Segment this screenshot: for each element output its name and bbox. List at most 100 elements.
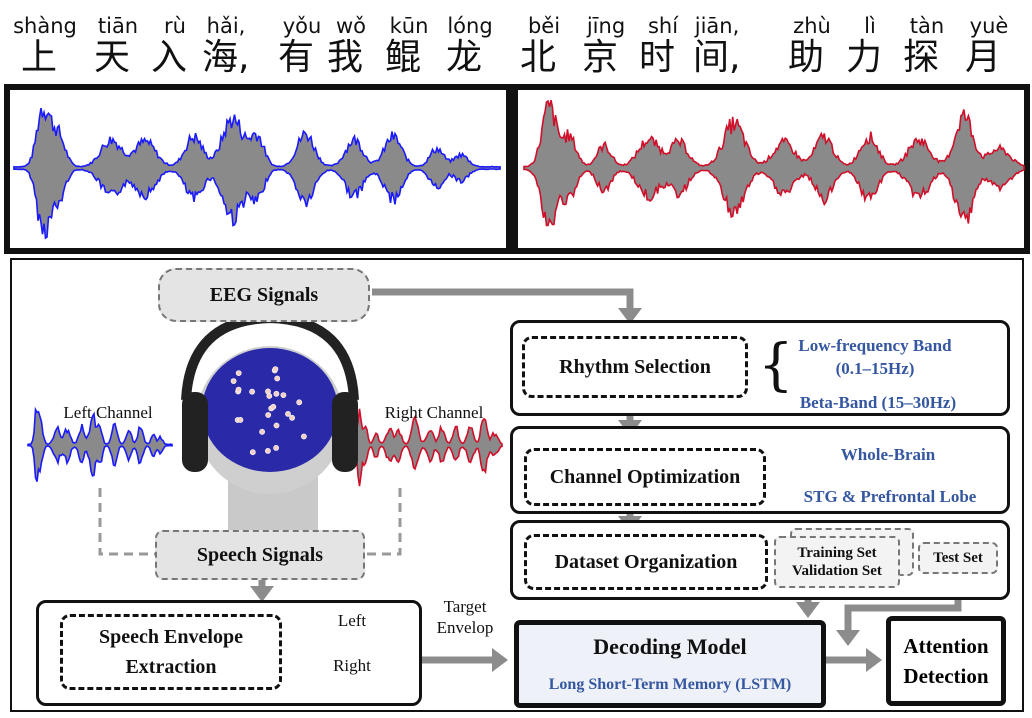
hanzi-character: 力 [846,37,883,78]
right-speech-waveform [523,99,1025,227]
hanzi-character: 海, [202,37,250,78]
hanzi-character: 时 [639,37,676,78]
pipeline-frame [10,258,1024,712]
attention-detection-box: Attention Detection [886,616,1006,706]
electrode [249,449,256,456]
train-to-decoder-arrow-head [796,602,820,618]
left-channel-waveform [27,406,173,482]
hanzi-character: 助 [788,37,825,78]
hanzi-character: 上 [21,37,58,78]
rhythm-selection-label: Rhythm Selection [559,356,711,378]
speech-to-envelope-arrow-head [250,586,274,602]
electrode [265,412,272,418]
test-to-model-arrow-head [836,630,860,646]
pinyin-syllable: rù [164,14,186,38]
pinyin-syllable: běi [527,14,561,38]
channel-optimization-label: Channel Optimization [549,466,741,488]
electrode [273,444,279,451]
pinyin-syllable: shàng [13,14,77,38]
test-set-label: Test Set [933,550,983,566]
decoding-model-label: Decoding Model [593,634,747,659]
speech-signals-box: Speech Signals [155,530,365,580]
pinyin-syllable: lì [864,14,876,38]
electrode [274,375,281,382]
envelope-to-decoder-arrow-head [492,648,508,672]
hanzi-character: 探 [903,37,940,78]
stg-prefrontal-label: STG & Prefrontal Lobe [803,487,977,506]
low-frequency-band-label: Low-frequency Band (0.1–15Hz) [798,336,952,378]
electrode [235,370,242,376]
validation-set-label: Validation Set [792,563,882,579]
right-connector [365,488,402,556]
left-channel-label: Left Channel [63,403,153,422]
pinyin-syllable: wǒ [335,14,367,38]
envelope-extraction-label: Speech Envelope Extraction [99,626,243,678]
left-speech-waveform [13,107,501,240]
hanzi-character: 入 [151,37,188,78]
pinyin-syllable: lóng [447,14,493,38]
electrode [270,403,277,410]
electrode [300,433,307,440]
electrode [296,399,303,406]
target-envelop-label: Target Envelop [420,596,510,638]
right-channel-label: Right Channel [384,403,484,422]
pinyin-syllable: jiān, [694,14,740,38]
electrode [235,386,242,393]
left-connector [98,488,155,556]
left-earcup [182,392,208,472]
eeg-signals-box: EEG Signals [158,268,370,322]
eeg-to-rhythm-arrow [372,288,634,308]
right-channel-waveform [351,408,503,487]
pinyin-syllable: hǎi, [206,14,246,38]
electrode [273,422,280,429]
wave-right-label: Right [333,656,371,675]
hanzi-character: 我 [327,37,364,78]
pinyin-syllable: jīng [586,14,626,38]
dataset-organization-label: Dataset Organization [554,551,738,573]
right-earcup [332,392,358,472]
beta-band-label: Beta-Band (15–30Hz) [799,393,957,412]
pinyin-syllable: zhù [793,14,831,38]
training-set-label: Training Set [797,545,877,561]
pinyin-syllable: kūn [389,14,429,38]
decoder-to-attention-arrow-head [866,648,882,672]
electrode [273,390,280,397]
decoding-model-box [514,620,826,708]
pinyin-syllable: tiān [97,14,139,38]
whole-brain-label: Whole-Brain [840,445,936,464]
attention-detection-label: Attention Detection [903,634,989,688]
pinyin-syllable: yuè [969,14,1009,38]
electrode [237,416,244,423]
hanzi-character: 月 [965,37,1002,78]
electrode [249,388,255,395]
hanzi-character: 有 [278,37,315,78]
pinyin-syllable: shí [647,14,679,38]
rhythm-selection-box: Rhythm Selection [522,336,748,398]
dataset-organization-box: Dataset Organization [524,534,768,590]
test-set-box: Test Set [918,542,998,574]
train-validation-box: Training Set Validation Set [774,536,900,588]
pinyin-syllable: yǒu [282,14,322,38]
electrode [289,414,295,421]
eeg-signals-label: EEG Signals [209,283,319,306]
electrode [230,378,237,384]
channel-optimization-box: Channel Optimization [524,448,766,506]
lstm-label: Long Short-Term Memory (LSTM) [548,676,792,693]
hanzi-character: 鲲 [385,37,422,78]
band-brace: { [758,333,794,398]
wave-left-label: Left [337,611,367,630]
electrode [264,447,271,454]
target-envelop-text: Target Envelop [436,597,494,637]
eeg-to-rhythm-arrow-head [618,308,642,324]
hanzi-character: 京 [582,37,619,78]
hanzi-character: 天 [94,37,131,78]
hanzi-character: 间, [693,37,741,78]
electrode [259,428,265,435]
hanzi-character: 龙 [446,37,483,78]
electrode [280,392,287,398]
electrode [272,366,279,372]
hanzi-character: 北 [520,37,557,78]
envelope-extraction-box: Speech Envelope Extraction [60,614,282,690]
speech-signals-label: Speech Signals [196,543,324,566]
